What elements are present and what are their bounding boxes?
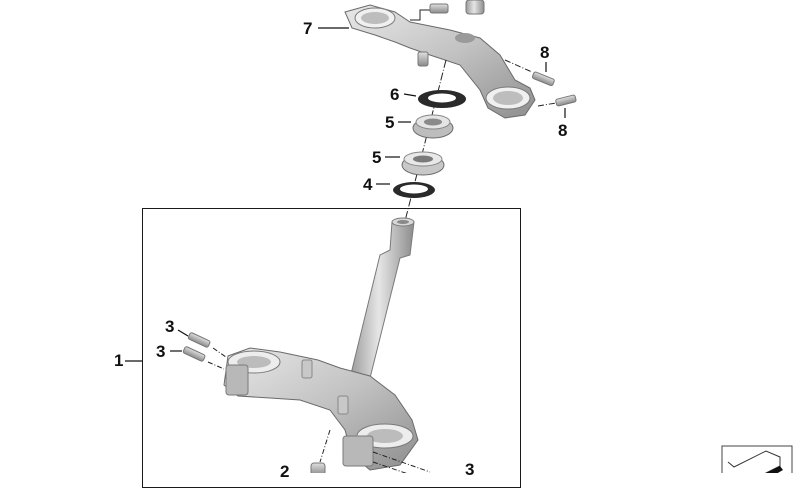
assembly-outline-box	[142, 208, 521, 488]
bearing-5-upper	[412, 114, 454, 139]
callout-3-lower-left[interactable]: 3	[156, 342, 166, 361]
bolt-8-upper	[504, 59, 555, 87]
callout-5-upper[interactable]: 5	[385, 113, 395, 132]
bolt-3-lower-left	[170, 346, 225, 370]
callout-1[interactable]: 1	[114, 351, 124, 370]
bolt-2	[310, 429, 331, 473]
callout-2[interactable]: 2	[280, 462, 290, 481]
seal-ring-6	[418, 90, 466, 108]
callout-3-right[interactable]: 3	[465, 460, 475, 479]
upper-fork-bridge	[344, 0, 536, 119]
callout-5-lower[interactable]: 5	[372, 148, 382, 167]
bolt-8-lower	[537, 94, 577, 118]
bearing-5-lower	[401, 151, 445, 176]
bolt-3-right	[372, 451, 431, 473]
callout-6[interactable]: 6	[390, 85, 400, 104]
bolt-3-upper-left	[177, 329, 227, 358]
callout-8-upper[interactable]: 8	[540, 43, 550, 62]
package-icon[interactable]	[721, 445, 793, 473]
callout-8-lower[interactable]: 8	[558, 121, 568, 140]
lower-fork-bridge	[223, 347, 419, 471]
seal-ring-4	[393, 182, 435, 198]
callout-4[interactable]: 4	[363, 175, 373, 194]
callout-3-upper-left[interactable]: 3	[165, 317, 175, 336]
callout-7[interactable]: 7	[303, 19, 313, 38]
parts-diagram	[125, 0, 793, 473]
